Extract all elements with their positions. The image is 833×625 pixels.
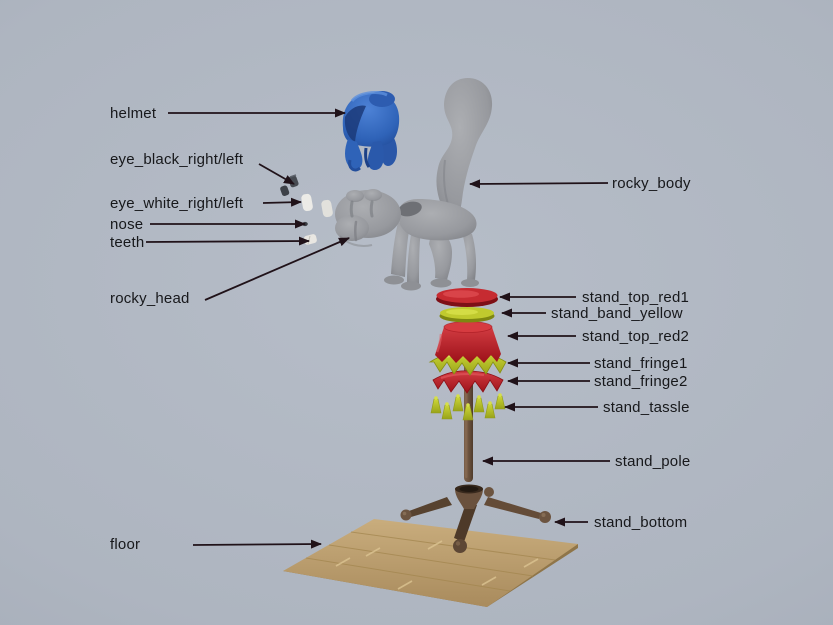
stand-top-red1-model <box>436 288 498 307</box>
stand-tassle-model <box>430 393 506 421</box>
label-floor: floor <box>110 536 141 553</box>
rocky-body-model <box>384 78 493 291</box>
label-stand-tassle: stand_tassle <box>603 399 690 416</box>
label-stand-pole: stand_pole <box>615 453 691 470</box>
label-nose: nose <box>110 216 144 233</box>
rocky-head-model <box>335 189 401 247</box>
arrow-floor <box>192 539 322 549</box>
label-rocky-head: rocky_head <box>110 290 190 307</box>
label-stand-fringe1: stand_fringe1 <box>594 355 688 372</box>
label-eye-black: eye_black_right/left <box>110 151 244 168</box>
floor-model <box>283 519 578 607</box>
stand-band-yellow-model <box>439 307 495 323</box>
label-helmet: helmet <box>110 105 157 122</box>
arrow-rocky-head <box>204 237 350 301</box>
label-rocky-body: rocky_body <box>612 175 691 192</box>
teeth-model <box>303 234 317 245</box>
stand-bottom-model <box>400 484 551 553</box>
label-eye-white: eye_white_right/left <box>110 195 244 212</box>
annotation-arrows <box>145 108 610 549</box>
stand-fringe2-model <box>432 370 504 394</box>
label-stand-band-yellow: stand_band_yellow <box>551 305 683 322</box>
helmet-model <box>342 91 400 172</box>
arrow-rocky-body <box>469 179 609 189</box>
arrow-eye-white <box>262 197 302 207</box>
label-stand-fringe2: stand_fringe2 <box>594 373 688 390</box>
arrow-teeth <box>145 236 310 246</box>
eye-white-model <box>301 193 333 218</box>
label-teeth: teeth <box>110 234 145 251</box>
label-stand-top-red1: stand_top_red1 <box>582 289 690 306</box>
label-stand-top-red2: stand_top_red2 <box>582 328 690 345</box>
arrow-eye-black <box>258 163 295 185</box>
label-stand-bottom: stand_bottom <box>594 514 688 531</box>
